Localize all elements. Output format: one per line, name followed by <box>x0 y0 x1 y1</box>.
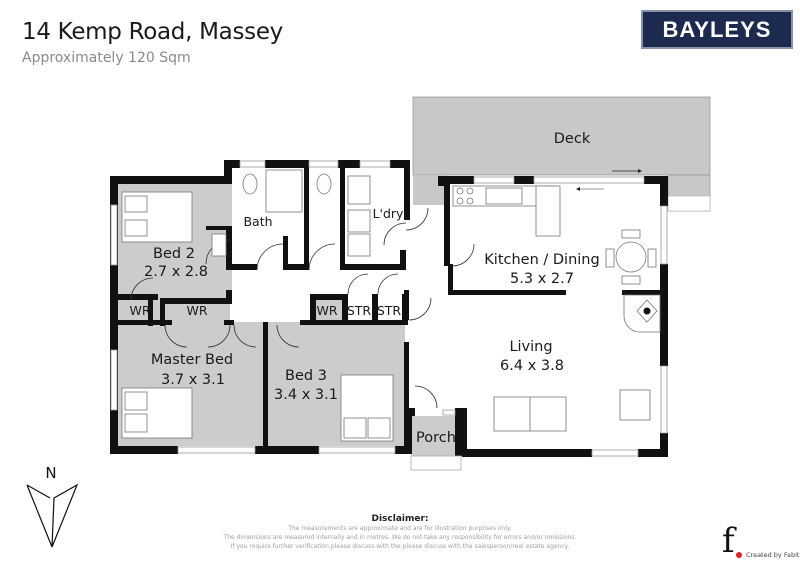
compass-label: N <box>45 464 56 482</box>
deck-area <box>412 96 711 212</box>
room-label-wr1: WR <box>129 303 150 318</box>
room-label-wr3: WR <box>316 303 337 318</box>
property-area: Approximately 120 Sqm <box>22 50 191 66</box>
room-label-bed3: Bed 3 <box>285 368 327 384</box>
room-fills <box>117 183 461 456</box>
room-label-laundry: L'dry <box>373 206 404 221</box>
fabit-logo-icon: f <box>722 521 735 561</box>
credit-text: Created by Fabit <box>746 551 800 559</box>
logo-text: BAYLEYS <box>662 16 772 42</box>
disclaimer-line: If you require further verification plea… <box>230 543 570 550</box>
windows <box>110 160 668 457</box>
property-address: 14 Kemp Road, Massey <box>22 19 283 45</box>
north-arrow-icon: N <box>26 464 79 548</box>
room-label-bed2: Bed 2 <box>153 246 195 262</box>
room-dims-bed2: 2.7 x 2.8 <box>144 264 208 280</box>
disclaimer-line: The measurements are approximate and are… <box>288 525 512 532</box>
disclaimer-heading: Disclaimer: <box>371 514 429 524</box>
room-label-master-bed: Master Bed <box>151 352 233 368</box>
room-dims-living: 6.4 x 3.8 <box>500 358 564 374</box>
fabit-dot-icon <box>736 552 742 558</box>
room-label-str1: STR <box>347 303 372 318</box>
room-label-kitchen-dining: Kitchen / Dining <box>484 252 599 268</box>
fixtures <box>121 169 661 471</box>
room-label-str2: STR <box>377 303 402 318</box>
room-dims-bed3: 3.4 x 3.1 <box>274 387 338 403</box>
room-label-bath: Bath <box>243 214 272 229</box>
room-label-wr2: WR <box>186 303 207 318</box>
room-label-deck: Deck <box>554 131 591 147</box>
walls <box>110 160 668 457</box>
room-label-living: Living <box>509 339 552 355</box>
disclaimer-line: The dimensions are measured internally a… <box>223 534 577 541</box>
disclaimer: Disclaimer: The measurements are approxi… <box>150 514 650 551</box>
bayleys-logo: BAYLEYS <box>641 10 793 49</box>
room-dims-master-bed: 3.7 x 3.1 <box>161 372 225 388</box>
room-dims-kitchen-dining: 5.3 x 2.7 <box>510 271 574 287</box>
room-label-porch: Porch <box>416 430 456 446</box>
